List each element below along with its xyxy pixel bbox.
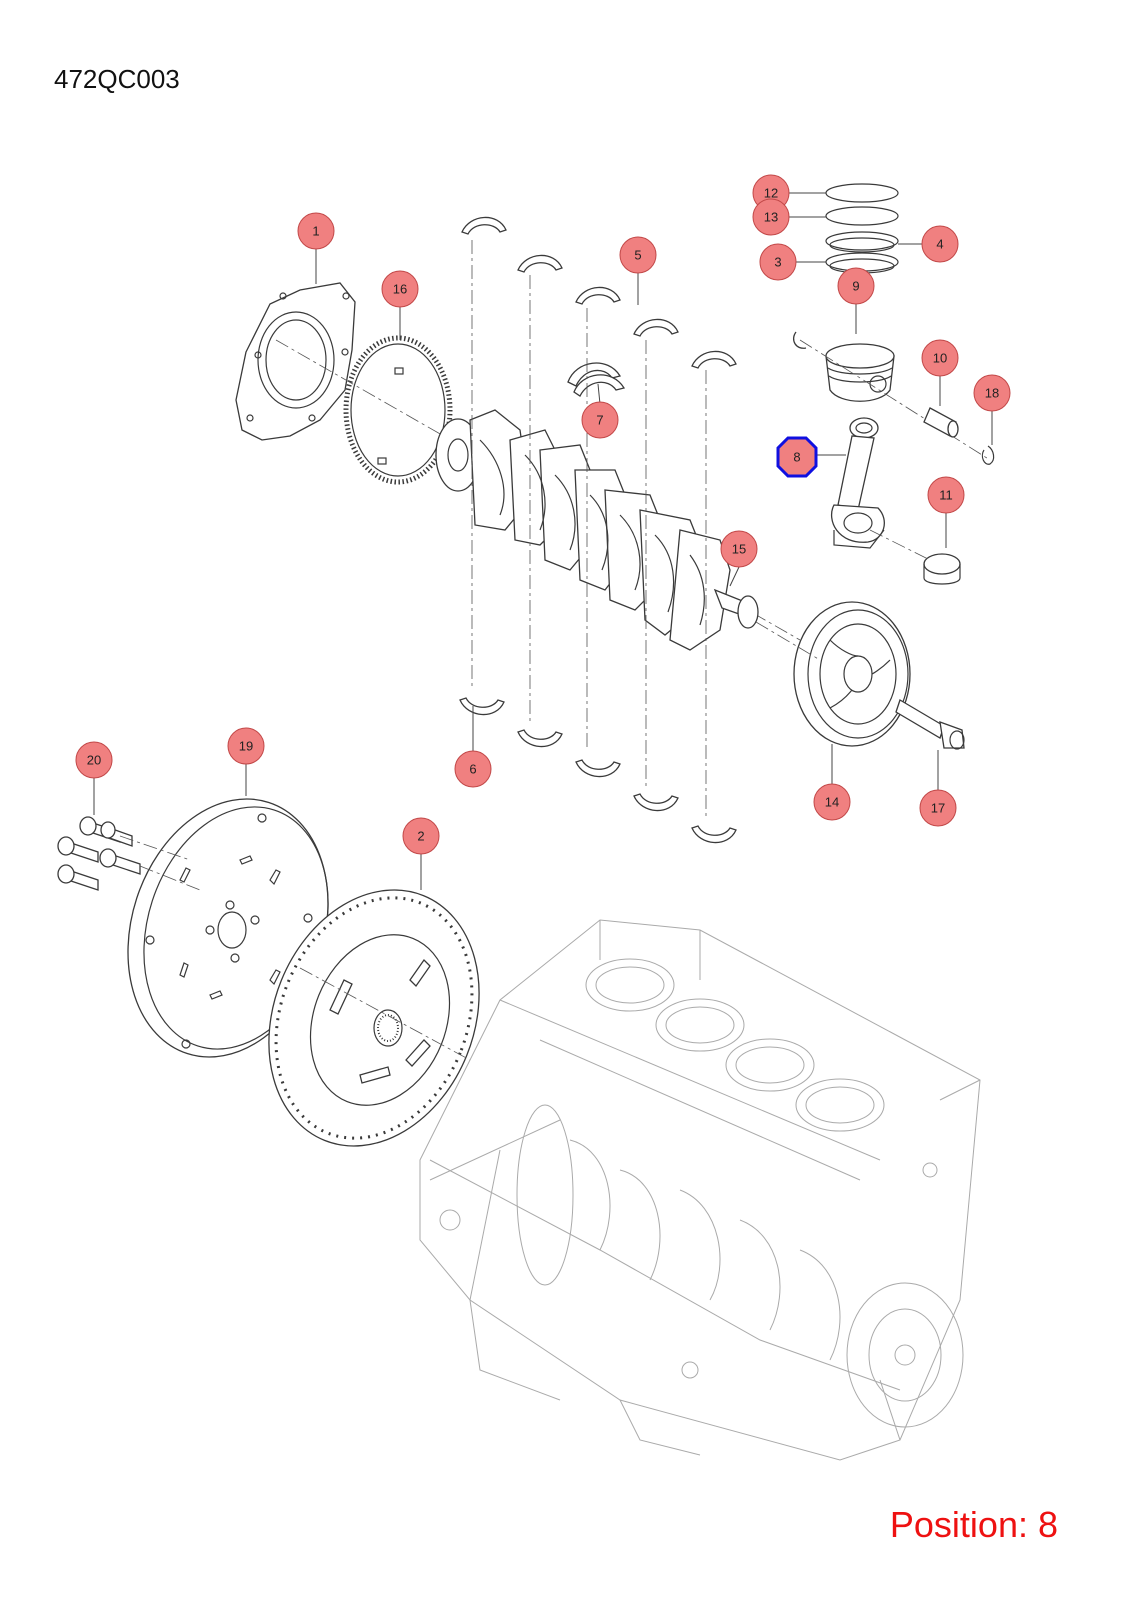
- leader-lines: [93, 192, 993, 890]
- upper-main-bearing-shells: [461, 216, 737, 397]
- callout-14[interactable]: 14: [813, 783, 851, 821]
- svg-text:14: 14: [825, 795, 839, 810]
- piston-rings: [825, 183, 899, 274]
- svg-text:16: 16: [393, 282, 407, 297]
- svg-text:13: 13: [764, 210, 778, 225]
- callout-10[interactable]: 10: [921, 339, 959, 377]
- clutch-disc: [268, 889, 480, 1147]
- piston: [792, 331, 991, 461]
- callout-13[interactable]: 13: [752, 198, 790, 236]
- crankshaft: [435, 409, 759, 651]
- selected-position-label: Position: 8: [889, 1504, 1058, 1545]
- rear-oil-seal-housing: [235, 282, 356, 441]
- callout-15[interactable]: 15: [720, 530, 758, 568]
- piston-pin: [923, 407, 959, 438]
- svg-text:20: 20: [87, 753, 101, 768]
- svg-text:11: 11: [939, 488, 953, 503]
- svg-text:15: 15: [732, 542, 746, 557]
- svg-text:17: 17: [931, 801, 945, 816]
- crankshaft-pulley: [755, 601, 911, 747]
- callout-3[interactable]: 3: [759, 243, 797, 281]
- diagram-code: 472QC003: [54, 64, 180, 94]
- svg-text:4: 4: [936, 237, 943, 252]
- lower-main-bearing-shells: [459, 697, 737, 844]
- callout-5[interactable]: 5: [619, 236, 657, 274]
- svg-text:10: 10: [933, 351, 947, 366]
- svg-text:8: 8: [793, 450, 800, 465]
- reluctor-ring: [343, 335, 453, 485]
- pulley-bolt: [895, 699, 965, 750]
- piston-pin-circlip: [981, 445, 995, 465]
- svg-text:1: 1: [312, 224, 319, 239]
- callout-2[interactable]: 2: [402, 817, 440, 855]
- flexplate-bolts: [57, 816, 201, 891]
- callout-11[interactable]: 11: [927, 476, 965, 514]
- svg-text:5: 5: [634, 248, 641, 263]
- svg-text:19: 19: [239, 739, 253, 754]
- callout-20[interactable]: 20: [75, 741, 113, 779]
- callout-7[interactable]: 7: [581, 401, 619, 439]
- bearing-guide-lines: [471, 240, 707, 820]
- callout-16[interactable]: 16: [381, 270, 419, 308]
- callout-8[interactable]: 8: [776, 436, 818, 478]
- callout-18[interactable]: 18: [973, 374, 1011, 412]
- svg-text:2: 2: [417, 829, 424, 844]
- svg-text:9: 9: [852, 279, 859, 294]
- connecting-rod-bearing: [869, 529, 961, 585]
- svg-text:3: 3: [774, 255, 781, 270]
- connecting-rod: [830, 417, 885, 549]
- svg-text:18: 18: [985, 386, 999, 401]
- callout-1[interactable]: 1: [297, 212, 335, 250]
- callout-4[interactable]: 4: [921, 225, 959, 263]
- callout-9[interactable]: 9: [837, 267, 875, 305]
- callout-19[interactable]: 19: [227, 727, 265, 765]
- callout-17[interactable]: 17: [919, 789, 957, 827]
- svg-text:12: 12: [764, 186, 778, 201]
- engine-block: [419, 919, 981, 1461]
- callout-6[interactable]: 6: [454, 750, 492, 788]
- svg-text:7: 7: [596, 413, 603, 428]
- svg-text:6: 6: [469, 762, 476, 777]
